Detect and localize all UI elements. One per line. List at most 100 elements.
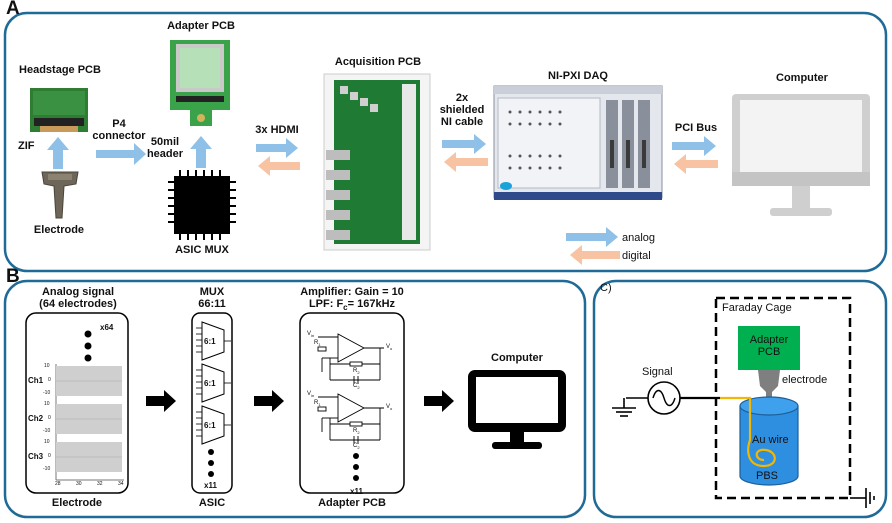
sine-wave: [652, 389, 676, 407]
ground-symbol-right: [850, 488, 875, 508]
headstage-pcb-image: [30, 88, 88, 132]
computer-label-b: Computer: [491, 352, 543, 364]
panel-b-letter: B: [6, 266, 20, 287]
analog-signal-title: Analog signal (64 electrodes): [22, 286, 134, 310]
adapter-pcb-image: [170, 40, 230, 126]
xtick-32: 32: [97, 481, 103, 487]
vin-label-2: Vin: [307, 391, 315, 399]
au-wire: [720, 396, 776, 468]
adapter-c-line-1: Adapter: [749, 334, 789, 346]
ch2-ytick-mid: 0: [48, 415, 51, 421]
legend-digital-label: digital: [622, 250, 651, 262]
xtick-34: 34: [118, 481, 124, 487]
c2-label-1: C2: [353, 383, 360, 391]
ch1-ytick-top: 10: [44, 363, 50, 369]
electrode-label-b: Electrode: [51, 497, 103, 509]
ch3-ytick-bottom: -10: [43, 466, 51, 472]
mux-block-2-label: 6:1: [204, 379, 216, 388]
x64-label: x64: [100, 323, 114, 332]
pci-digital-arrow: [674, 154, 718, 174]
adapter-pcb-label-a: Adapter PCB: [167, 20, 235, 32]
p4-line-2: connector: [92, 130, 146, 142]
panel-c-frame: [592, 279, 888, 519]
adapter-pcb-label-b: Adapter PCB: [318, 497, 386, 509]
mux-block-1-label: 6:1: [204, 337, 216, 346]
lpf-value: = 167kHz: [347, 298, 396, 310]
amplifier-title: Amplifier: Gain = 10 LPF: Fc= 167kHz: [290, 286, 414, 314]
legend-digital-arrow: [570, 245, 620, 265]
flow-arrow-3: [424, 390, 454, 412]
header-line-2: header: [146, 148, 184, 160]
computer-icon-b: [468, 370, 566, 449]
amp-title-line-1: Amplifier: Gain = 10: [300, 286, 404, 298]
adapter-pcb-box: [738, 326, 800, 370]
ni-cable-line-2: shielded: [439, 104, 485, 116]
mux-title-line-2: 66:11: [198, 298, 226, 310]
ch3-label: Ch3: [28, 452, 44, 461]
signal-label: Signal: [642, 366, 673, 378]
electrode-probe: [758, 370, 780, 410]
ni-pxi-daq-label: NI-PXI DAQ: [548, 70, 608, 82]
r1-label-2: R1: [314, 400, 321, 408]
amplifier-box: [299, 312, 405, 494]
legend-analog-arrow: [566, 227, 618, 247]
mux-block-3-label: 6:1: [204, 421, 216, 430]
legend-analog-label: analog: [622, 232, 656, 244]
ni-cable-digital-arrow: [444, 152, 488, 172]
ni-cable-line-3: NI cable: [440, 116, 484, 128]
ch3-ytick-mid: 0: [48, 453, 51, 459]
ch2-ytick-top: 10: [44, 401, 50, 407]
header-line-1: 50mil: [150, 136, 180, 148]
adapter-c-line-2: PCB: [757, 346, 781, 358]
ch2-ytick-bottom: -10: [43, 428, 51, 434]
acquisition-pcb-label: Acquisition PCB: [334, 56, 422, 68]
ch2-label: Ch2: [28, 414, 44, 423]
headstage-pcb-label: Headstage PCB: [19, 64, 101, 76]
panel-b-frame: [3, 279, 587, 519]
adapter-pcb-label-c: Adapter PCB: [738, 334, 800, 358]
vo-label-2: Vo: [386, 404, 393, 412]
amp-title-line-2: LPF: Fc= 167kHz: [290, 298, 414, 314]
xtick-30: 30: [76, 481, 82, 487]
asic-box: [191, 312, 233, 494]
hdmi-label: 3x HDMI: [255, 124, 299, 136]
au-wire-label: Au wire: [752, 434, 789, 446]
ni-cable-label: 2x shielded NI cable: [432, 92, 492, 128]
hdmi-analog-arrow: [256, 138, 298, 158]
pbs-label: PBS: [756, 470, 779, 482]
header-label: 50mil header: [140, 136, 190, 160]
ch1-label: Ch1: [28, 376, 44, 385]
amplifier-circuit-2: [317, 393, 384, 444]
panel-a-letter: A: [6, 0, 20, 19]
r2-label-1: R2: [353, 368, 360, 376]
p4-right-arrow: [96, 143, 146, 165]
acquisition-pcb-image: [323, 73, 431, 251]
c2-label-2: C2: [353, 443, 360, 451]
xtick-28: 28: [55, 481, 61, 487]
mux-input-lines: [196, 327, 231, 437]
analog-title-line-2: (64 electrodes): [39, 298, 117, 310]
pci-analog-arrow: [672, 136, 716, 156]
electrode-box: [25, 312, 129, 494]
faraday-cage-label: Faraday Cage: [722, 302, 792, 314]
computer-label-a: Computer: [776, 72, 828, 84]
asic-mux-label: ASIC MUX: [175, 244, 229, 256]
electrode-label-a: Electrode: [33, 224, 85, 236]
electrode-label-c: electrode: [782, 374, 828, 386]
pci-bus-label: PCI Bus: [674, 122, 718, 134]
electrode-image: [41, 171, 79, 219]
x11-dots-amp: [353, 453, 359, 481]
r1-label-1: R1: [314, 340, 321, 348]
r2-label-2: R2: [353, 428, 360, 436]
analog-title-line-1: Analog signal: [41, 286, 115, 298]
pbs-beaker: [739, 396, 799, 486]
flow-arrow-1: [146, 390, 176, 412]
ch1-ytick-bottom: -10: [43, 390, 51, 396]
computer-monitor-image: [732, 94, 870, 216]
zif-label: ZIF: [18, 140, 35, 152]
ni-cable-line-1: 2x: [455, 92, 469, 104]
mux-blocks: [201, 321, 225, 445]
mux-title: MUX 66:11: [180, 286, 244, 310]
flow-arrow-2: [254, 390, 284, 412]
